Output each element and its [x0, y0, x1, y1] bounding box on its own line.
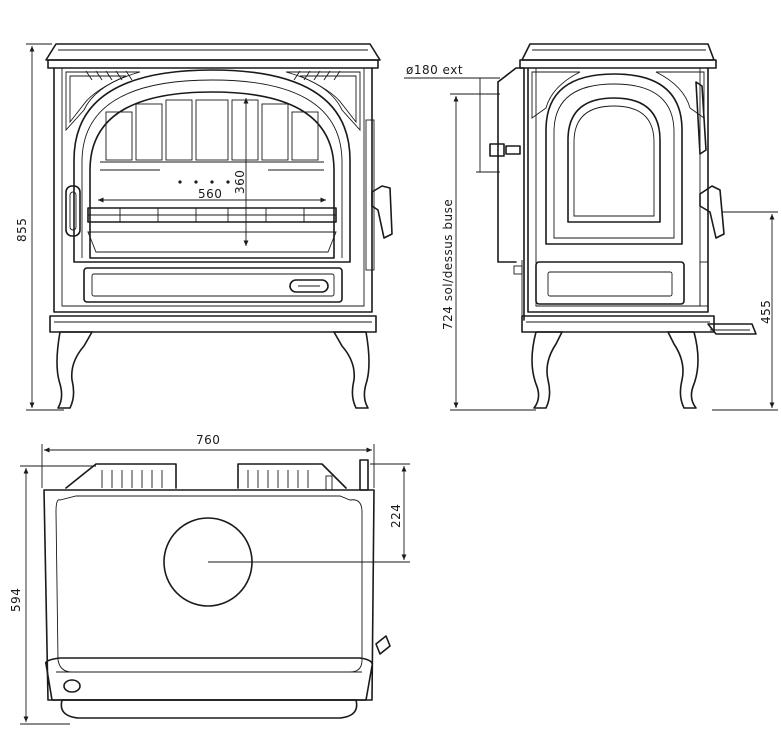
handle-height-label: 455	[759, 300, 773, 324]
front-height-label: 855	[15, 218, 29, 242]
front-height-dimension: 855	[15, 43, 64, 411]
top-width-label: 760	[196, 433, 220, 447]
handle-height-dimension: 455	[712, 211, 778, 411]
flue-diameter-dimension: ø180 ext	[404, 63, 500, 173]
side-right-leg	[667, 331, 699, 409]
front-view: 560 360 855	[15, 43, 393, 411]
top-depth-dimension: 594	[9, 465, 96, 725]
fire-grate	[87, 207, 337, 253]
top-view: 760 594 224	[9, 433, 410, 725]
firebrick-panels	[100, 99, 324, 171]
front-vent-grille	[85, 70, 341, 81]
flue-offset-label: 224	[389, 504, 403, 528]
side-view: ø180 ext 724 sol/dessus buse 455	[404, 43, 778, 411]
top-depth-label: 594	[9, 588, 23, 612]
side-handle	[371, 185, 393, 239]
side-window	[567, 97, 661, 223]
brand-badge	[289, 279, 329, 293]
side-view-handle	[699, 185, 725, 239]
door-handle	[65, 185, 81, 237]
inner-dimension-lines: 560 360	[98, 98, 326, 246]
rear-vents	[65, 459, 369, 491]
top-width-dimension: 760	[41, 433, 375, 488]
front-left-leg	[56, 331, 93, 409]
side-left-leg	[531, 331, 563, 409]
flue-offset-dimension: 224	[208, 463, 410, 563]
flue-height-label: 724 sol/dessus buse	[441, 199, 455, 330]
inner-width-label: 560	[198, 187, 222, 201]
front-right-leg	[333, 331, 370, 409]
flue-diameter-label: ø180 ext	[406, 63, 463, 77]
flue-outlet	[489, 67, 525, 321]
side-door	[545, 73, 683, 245]
inner-height-label: 360	[233, 170, 247, 194]
ash-drawer	[83, 267, 343, 303]
flue-height-dimension: 724 sol/dessus buse	[441, 93, 536, 411]
